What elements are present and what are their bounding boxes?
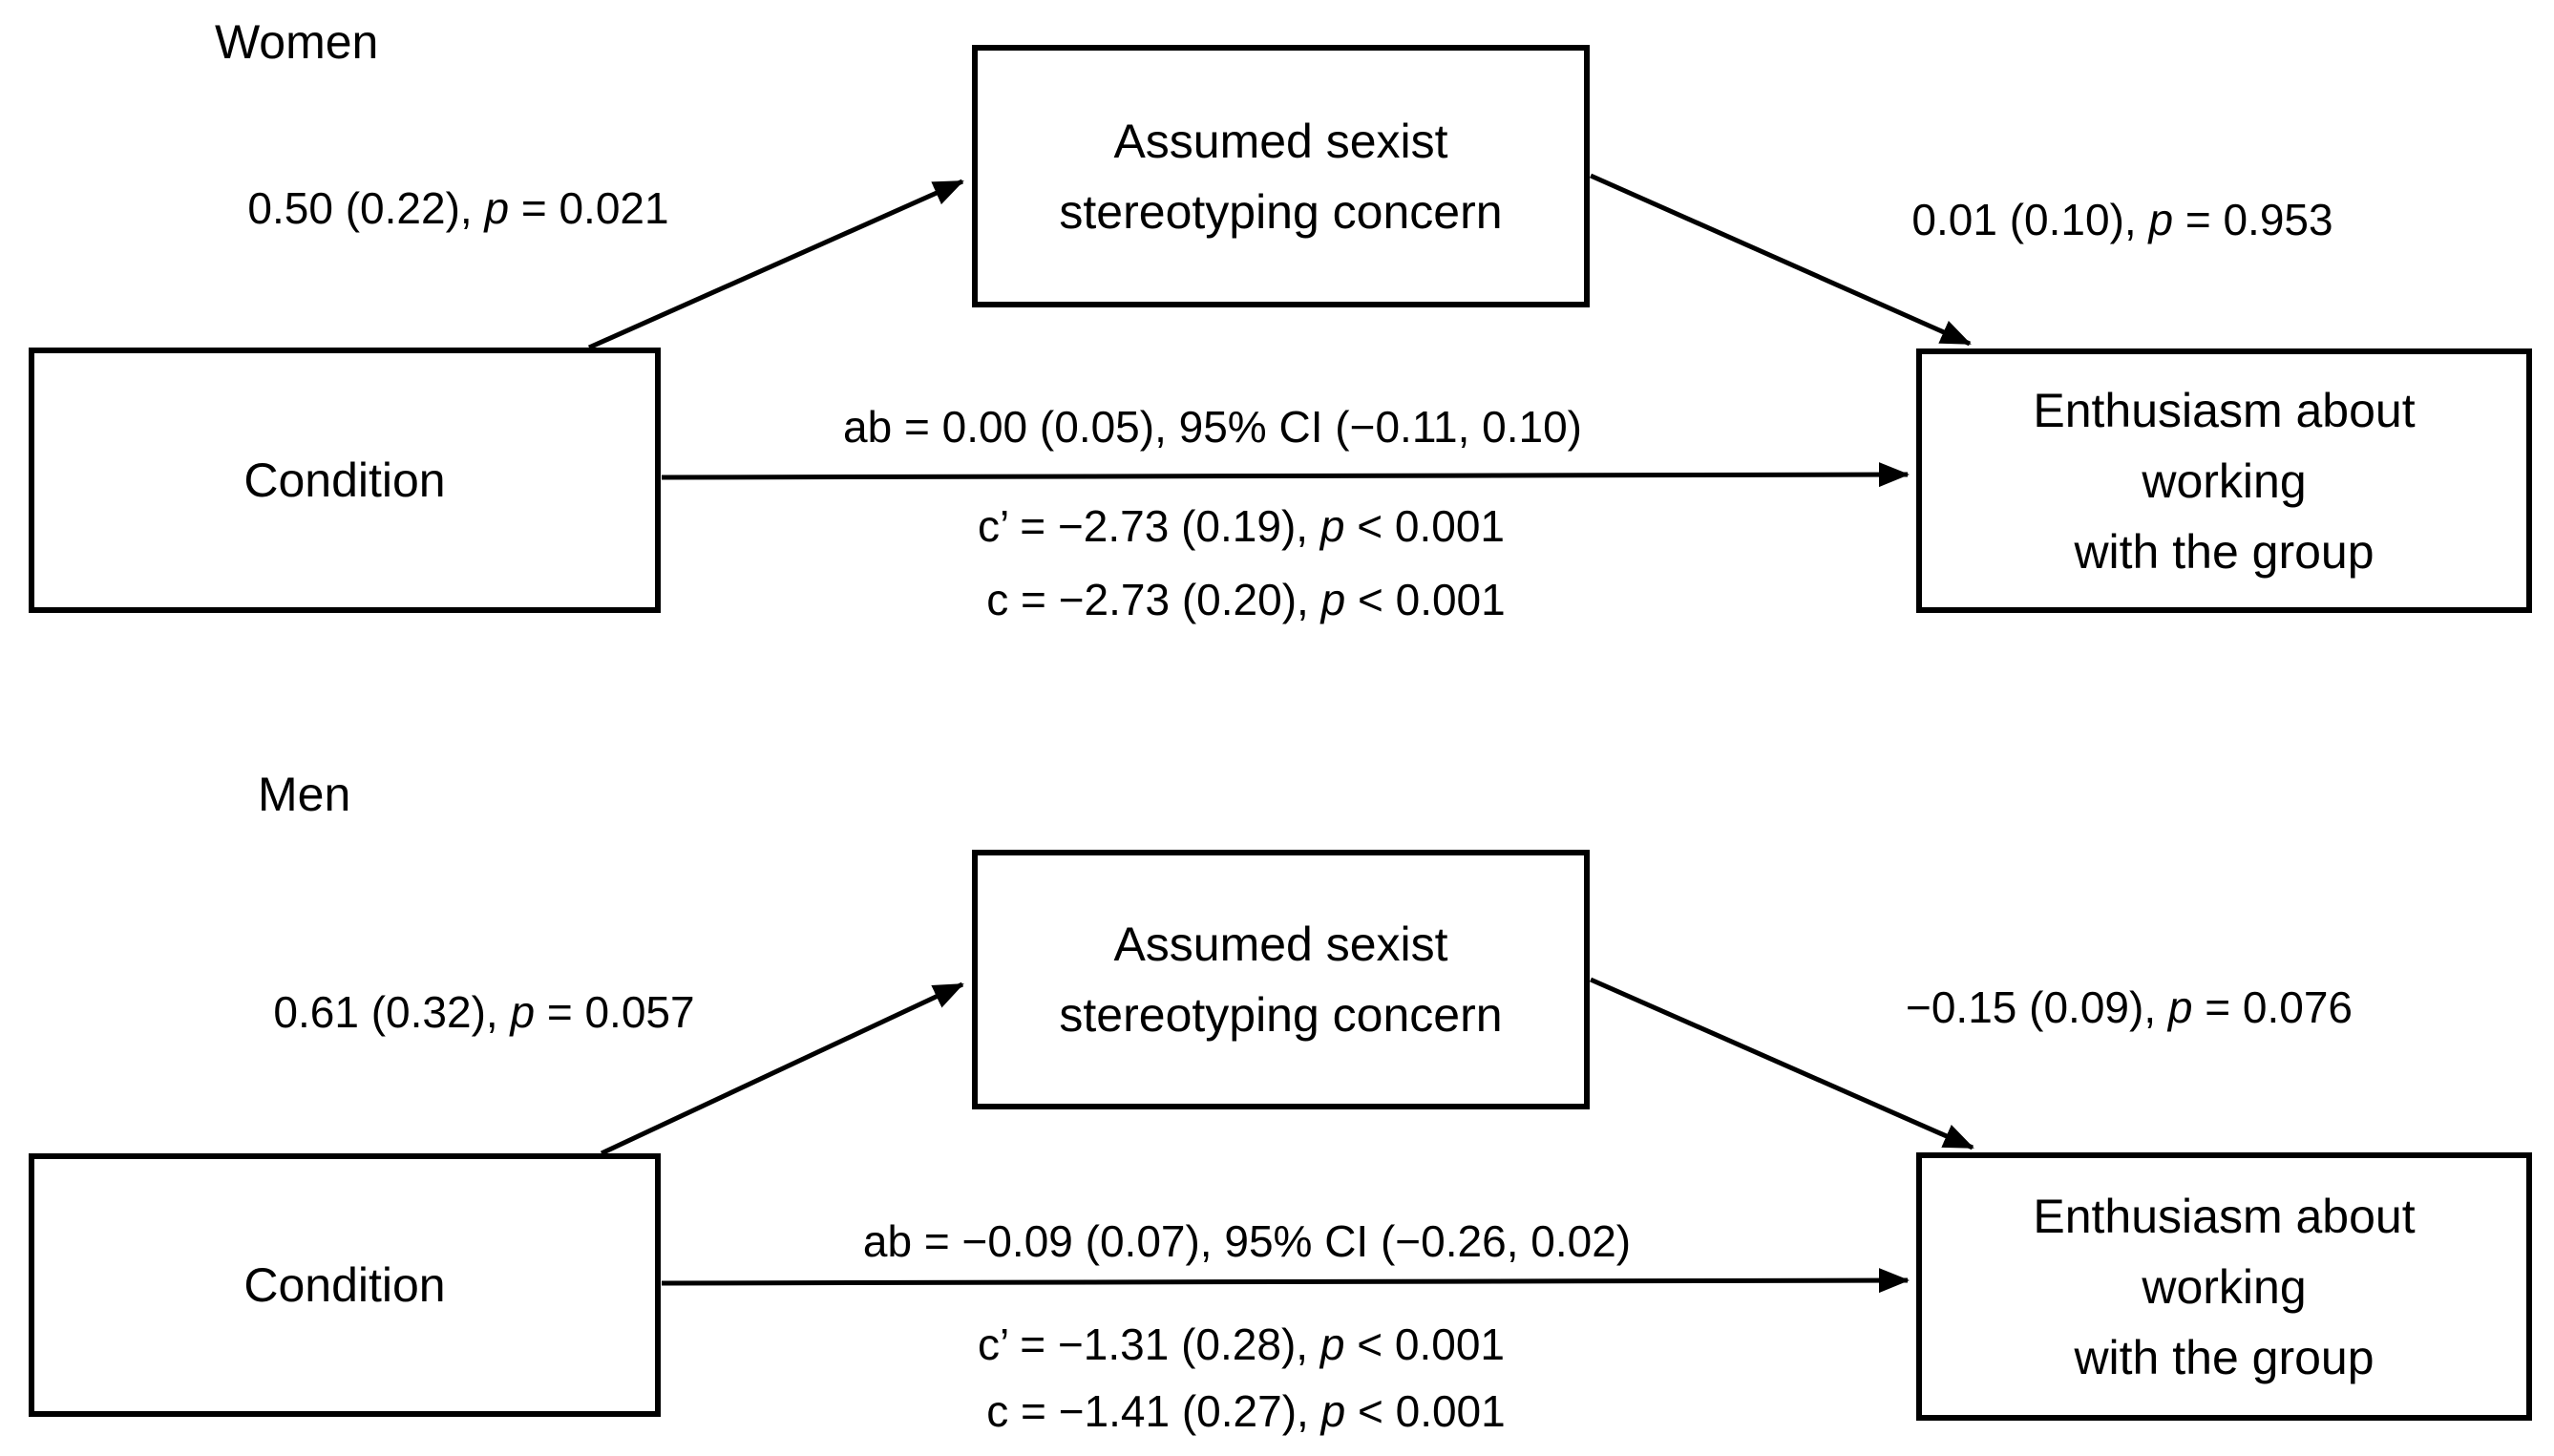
c-prime-coef-text: c’ = −2.73 (0.19), <box>978 501 1320 551</box>
mediator-box-women: Assumed sexist stereotyping concern <box>972 45 1590 307</box>
a-pvalue-text: = 0.057 <box>535 987 695 1037</box>
p-symbol: p <box>1320 1386 1346 1436</box>
b-pvalue-text: = 0.953 <box>2173 195 2333 244</box>
group-label-women: Women <box>215 15 379 69</box>
p-symbol: p <box>2167 982 2193 1032</box>
a-path-coefficient-men: 0.61 (0.32), p = 0.057 <box>273 985 694 1039</box>
c-coef-text: c = −2.73 (0.20), <box>986 575 1321 624</box>
b-pvalue-text: = 0.076 <box>2192 982 2353 1032</box>
condition-label: Condition <box>243 1258 446 1312</box>
outcome-label-line1: Enthusiasm about <box>2033 1189 2416 1243</box>
b-coef-text: −0.15 (0.09), <box>1905 982 2168 1032</box>
ab-text: ab = −0.09 (0.07), 95% CI (−0.26, 0.02) <box>862 1216 1632 1266</box>
ab-indirect-effect-women: ab = 0.00 (0.05), 95% CI (−0.11, 0.10) <box>843 400 1582 454</box>
a-path-arrow-women <box>587 179 964 350</box>
c-coef-text: c = −1.41 (0.27), <box>986 1386 1321 1436</box>
outcome-label-line3: with the group <box>2074 524 2375 579</box>
condition-label: Condition <box>243 454 446 507</box>
p-symbol: p <box>1319 501 1345 551</box>
b-path-arrow-women <box>1589 173 1972 347</box>
a-coef-text: 0.61 (0.32), <box>273 987 511 1037</box>
c-path-arrow-women <box>661 462 1910 488</box>
outcome-label-line1: Enthusiasm about <box>2033 383 2416 437</box>
p-symbol: p <box>510 987 536 1037</box>
c-total-effect-men: c = −1.41 (0.27), p < 0.001 <box>986 1384 1505 1438</box>
mediator-label-line2: stereotyping concern <box>1059 184 1503 239</box>
p-symbol: p <box>484 183 510 233</box>
b-path-coefficient-women: 0.01 (0.10), p = 0.953 <box>1911 193 2332 246</box>
ab-text: ab = 0.00 (0.05), 95% CI (−0.11, 0.10) <box>843 402 1582 452</box>
c-pvalue-text: < 0.001 <box>1345 575 1506 624</box>
p-symbol: p <box>2148 195 2174 244</box>
a-coef-text: 0.50 (0.22), <box>247 183 485 233</box>
p-symbol: p <box>1319 1319 1345 1369</box>
outcome-box-men: Enthusiasm about working with the group <box>1916 1152 2532 1421</box>
c-prime-direct-effect-women: c’ = −2.73 (0.19), p < 0.001 <box>978 499 1505 553</box>
c-prime-pvalue-text: < 0.001 <box>1344 1319 1505 1369</box>
outcome-label-line2: working <box>2142 1259 2307 1314</box>
outcome-box-women: Enthusiasm about working with the group <box>1916 348 2532 613</box>
b-coef-text: 0.01 (0.10), <box>1911 195 2149 244</box>
c-path-arrow-men <box>661 1268 1910 1294</box>
c-prime-pvalue-text: < 0.001 <box>1344 501 1505 551</box>
ab-indirect-effect-men: ab = −0.09 (0.07), 95% CI (−0.26, 0.02) <box>863 1214 1631 1268</box>
b-path-coefficient-men: −0.15 (0.09), p = 0.076 <box>1906 981 2353 1034</box>
condition-box-men: Condition <box>29 1153 661 1417</box>
outcome-label-line3: with the group <box>2074 1330 2375 1384</box>
condition-box-women: Condition <box>29 348 661 613</box>
mediator-label-line1: Assumed sexist <box>1113 114 1448 168</box>
group-label-men: Men <box>258 768 351 821</box>
mediator-label-line2: stereotyping concern <box>1059 988 1503 1042</box>
a-path-coefficient-women: 0.50 (0.22), p = 0.021 <box>247 181 668 235</box>
outcome-label-line2: working <box>2142 454 2307 508</box>
p-symbol: p <box>1320 575 1346 624</box>
b-path-arrow-men <box>1589 977 1974 1150</box>
c-prime-direct-effect-men: c’ = −1.31 (0.28), p < 0.001 <box>978 1318 1505 1371</box>
a-path-arrow-men <box>600 981 964 1156</box>
c-pvalue-text: < 0.001 <box>1345 1386 1506 1436</box>
mediator-box-men: Assumed sexist stereotyping concern <box>972 850 1590 1109</box>
c-total-effect-women: c = −2.73 (0.20), p < 0.001 <box>986 573 1505 626</box>
a-pvalue-text: = 0.021 <box>509 183 669 233</box>
c-prime-coef-text: c’ = −1.31 (0.28), <box>978 1319 1320 1369</box>
mediator-label-line1: Assumed sexist <box>1113 918 1448 971</box>
